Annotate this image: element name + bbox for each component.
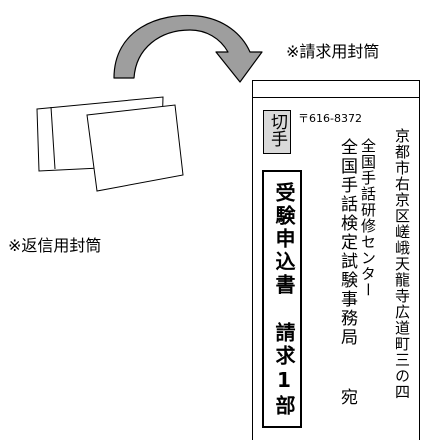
organization-office: 全国手話検定試験事務局 xyxy=(337,138,357,347)
return-envelope-label: ※返信用封筒 xyxy=(8,236,102,255)
request-envelope-label: ※請求用封筒 xyxy=(286,42,380,61)
request-box: 受験申込書 請求1部 xyxy=(262,170,302,428)
stamp-label: 切手 xyxy=(267,113,287,147)
address: 京都市右京区嵯峨天龍寺広道町三の四 xyxy=(393,128,411,400)
envelope-flap-line xyxy=(253,97,419,98)
postal-code: 〒616-8372 xyxy=(298,112,362,125)
return-envelope-icon xyxy=(36,96,184,192)
organization-center: 全国手話研修センター xyxy=(359,138,377,298)
curved-arrow-icon xyxy=(113,14,263,83)
honorific: 宛 xyxy=(337,388,357,407)
request-envelope xyxy=(252,80,420,440)
request-count: 請求1部 xyxy=(272,322,296,418)
request-title: 受験申込書 xyxy=(272,182,296,297)
stamp-box: 切手 xyxy=(263,110,291,154)
